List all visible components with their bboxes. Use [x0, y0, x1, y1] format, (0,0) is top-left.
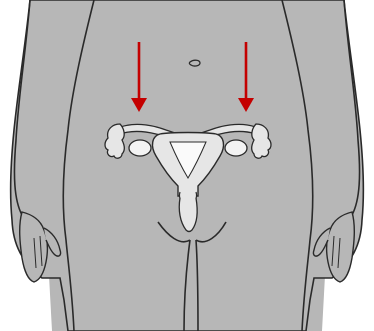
- left-ovary: [129, 140, 151, 156]
- right-ovary: [225, 140, 247, 156]
